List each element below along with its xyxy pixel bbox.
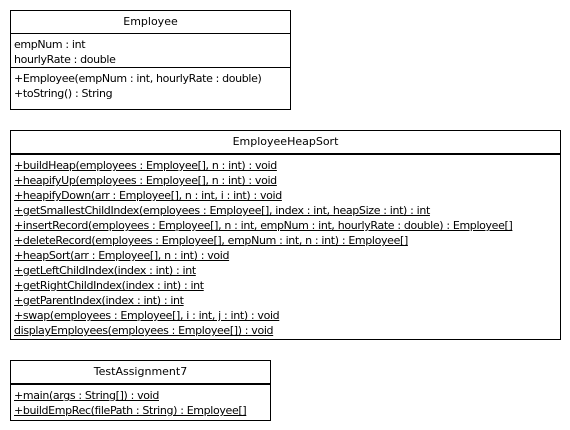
class-box-employee[interactable]: Employee empNum : int hourlyRate : doubl… <box>10 10 291 110</box>
operation: +buildEmpRec(filePath : String) : Employ… <box>14 404 247 417</box>
operation: displayEmployees(employees : Employee[])… <box>14 324 274 337</box>
class-name: TestAssignment7 <box>11 361 270 384</box>
class-name: EmployeeHeapSort <box>11 131 560 154</box>
operation: +deleteRecord(employees : Employee[], em… <box>14 234 408 247</box>
operations-compartment: +buildHeap(employees : Employee[], n : i… <box>11 154 560 341</box>
operation: +getRightChildIndex(index : int) : int <box>14 279 204 292</box>
attribute: hourlyRate : double <box>14 53 116 66</box>
operations-compartment: +Employee(empNum : int, hourlyRate : dou… <box>11 67 290 104</box>
class-name: Employee <box>11 11 290 34</box>
operation: +heapSort(arr : Employee[], n : int) : v… <box>14 249 230 262</box>
operation: +swap(employees : Employee[], i : int, j… <box>14 309 280 322</box>
operation: +getLeftChildIndex(index : int) : int <box>14 264 196 277</box>
operation: +Employee(empNum : int, hourlyRate : dou… <box>14 72 262 85</box>
class-box-employee-heap-sort[interactable]: EmployeeHeapSort +buildHeap(employees : … <box>10 130 561 340</box>
attribute: empNum : int <box>14 38 86 51</box>
operation: +heapifyUp(employees : Employee[], n : i… <box>14 174 277 187</box>
class-box-test-assignment7[interactable]: TestAssignment7 +main(args : String[]) :… <box>10 360 271 421</box>
attributes-compartment: empNum : int hourlyRate : double <box>11 34 290 67</box>
operation: +main(args : String[]) : void <box>14 389 160 402</box>
operation: +heapifyDown(arr : Employee[], n : int, … <box>14 189 282 202</box>
operation: +buildHeap(employees : Employee[], n : i… <box>14 159 277 172</box>
operation: +getParentIndex(index : int) : int <box>14 294 184 307</box>
operation: +insertRecord(employees : Employee[], n … <box>14 219 513 232</box>
operations-compartment: +main(args : String[]) : void +buildEmpR… <box>11 384 270 421</box>
operation: +getSmallestChildIndex(employees : Emplo… <box>14 204 430 217</box>
operation: +toString() : String <box>14 87 113 100</box>
